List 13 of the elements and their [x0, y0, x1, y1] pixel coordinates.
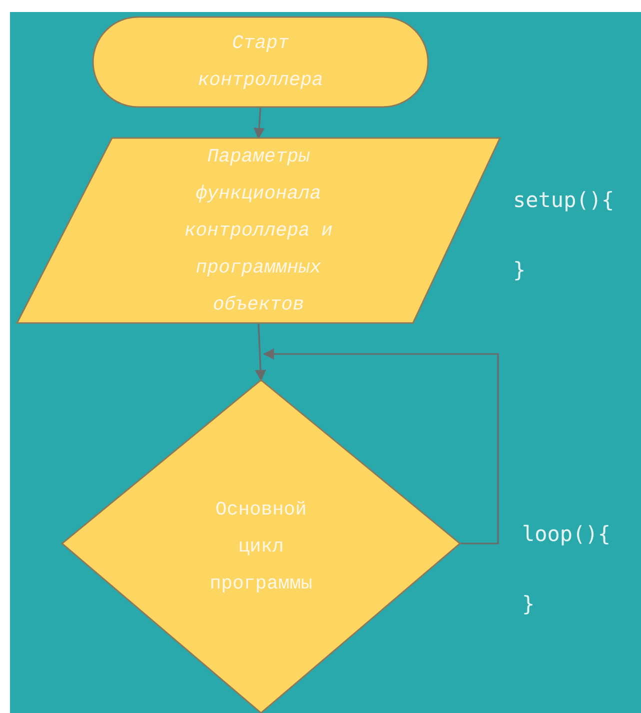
arrow [254, 322, 266, 382]
node-label: Параметры функционала контроллера и программных объектов [183, 144, 334, 317]
node-label: Старт контроллера [196, 31, 324, 93]
code-text: loop(){ [522, 522, 611, 546]
node-label: Основной цикл программы [208, 497, 314, 596]
decision-diamond [62, 380, 460, 713]
code-text: } [522, 592, 535, 616]
code-text: setup(){ [513, 188, 614, 212]
terminal-shape [93, 17, 428, 107]
input-parallelogram [17, 138, 500, 323]
arrow [254, 106, 265, 140]
arrow [262, 348, 499, 544]
code-text: } [513, 258, 526, 282]
